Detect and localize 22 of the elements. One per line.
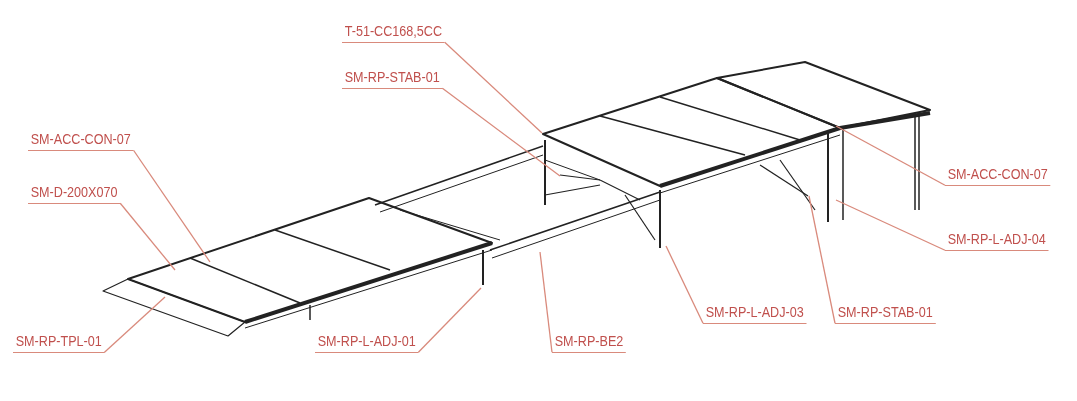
leader-line	[119, 202, 176, 271]
part-label: SM-RP-L-ADJ-01	[315, 332, 419, 353]
part-label: SM-ACC-CON-07	[945, 165, 1051, 186]
part-label: SM-D-200X070	[28, 183, 121, 204]
leader-line	[132, 149, 211, 263]
part-label: SM-RP-BE2	[552, 332, 626, 353]
part-label: SM-RP-STAB-01	[835, 303, 936, 324]
leader-line	[444, 41, 543, 134]
part-label: SM-RP-STAB-01	[342, 68, 443, 89]
part-label: SM-RP-L-ADJ-04	[945, 230, 1049, 251]
part-label: SM-RP-TPL-01	[13, 332, 105, 353]
leader-line	[441, 87, 561, 177]
part-label: SM-ACC-CON-07	[28, 130, 134, 151]
leader-line	[835, 199, 946, 251]
leader-line	[835, 125, 946, 186]
leader-line	[103, 296, 166, 353]
leader-line	[417, 287, 482, 353]
part-label: T-51-CC168,5CC	[342, 22, 445, 43]
part-label: SM-RP-L-ADJ-03	[703, 303, 807, 324]
leader-line	[665, 245, 704, 324]
leader-line	[808, 195, 836, 324]
leader-line	[539, 251, 553, 353]
